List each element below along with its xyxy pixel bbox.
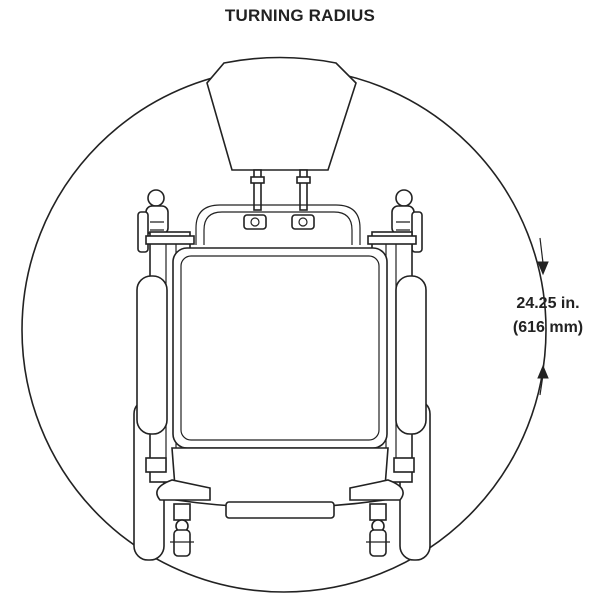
turning-radius-label: 24.25 in. (616 mm) bbox=[496, 292, 600, 340]
arrow-down-icon bbox=[537, 261, 549, 276]
footplate bbox=[225, 501, 335, 519]
headrest-post-left bbox=[253, 169, 262, 211]
radius-imperial: 24.25 in. bbox=[516, 295, 580, 312]
push-handle-right bbox=[391, 189, 423, 253]
diagram-title: TURNING RADIUS bbox=[224, 6, 376, 25]
headrest-post-right bbox=[299, 169, 308, 211]
caster-left bbox=[170, 503, 194, 557]
headrest bbox=[206, 56, 357, 171]
armrest-right bbox=[395, 275, 427, 435]
radius-metric: (616 mm) bbox=[512, 319, 584, 336]
wheelchair bbox=[133, 56, 431, 561]
seat-cushion bbox=[172, 247, 388, 449]
armrest-left bbox=[136, 275, 168, 435]
arrow-up-icon bbox=[537, 364, 549, 379]
caster-right bbox=[366, 503, 390, 557]
dimension-arrows bbox=[537, 237, 549, 396]
